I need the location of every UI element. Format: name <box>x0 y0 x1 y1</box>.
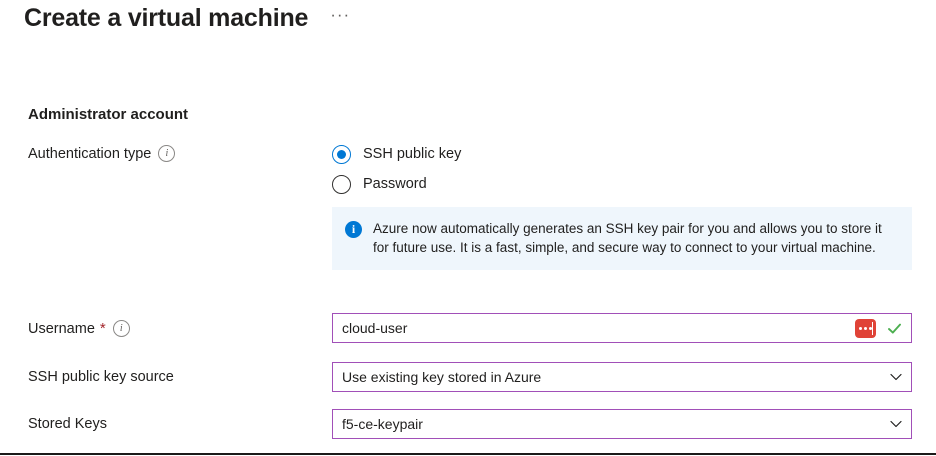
more-options-icon[interactable]: ··· <box>330 4 351 24</box>
username-label: Username * i <box>28 320 130 337</box>
stored-keys-select[interactable]: f5-ce-keypair <box>332 409 912 439</box>
ssh-public-key-source-label-text: SSH public key source <box>28 369 174 385</box>
authentication-type-radio-group: SSH public key Password <box>332 139 461 199</box>
radio-option-password[interactable]: Password <box>332 169 461 199</box>
chevron-down-icon[interactable] <box>889 370 903 384</box>
stored-keys-value: f5-ce-keypair <box>342 416 423 432</box>
radio-option-ssh-public-key[interactable]: SSH public key <box>332 139 461 169</box>
radio-icon-password <box>332 174 351 194</box>
authentication-type-info-icon[interactable]: i <box>158 145 176 162</box>
ssh-public-key-source-value: Use existing key stored in Azure <box>342 369 542 385</box>
ssh-public-key-source-select[interactable]: Use existing key stored in Azure <box>332 362 912 392</box>
page-header: Create a virtual machine ··· <box>24 4 350 33</box>
required-asterisk: * <box>99 320 106 337</box>
authentication-type-label: Authentication type i <box>28 145 176 162</box>
chevron-down-icon[interactable] <box>889 417 903 431</box>
ssh-info-banner-text: Azure now automatically generates an SSH… <box>373 221 882 255</box>
authentication-type-label-text: Authentication type <box>28 145 152 162</box>
ssh-public-key-source-label: SSH public key source <box>28 369 174 385</box>
username-label-text: Username <box>28 320 95 337</box>
info-circle-icon: i <box>345 221 362 238</box>
username-input[interactable]: cloud-user <box>332 313 912 343</box>
radio-icon-ssh-public-key <box>332 144 351 164</box>
password-manager-icon[interactable] <box>855 318 876 338</box>
stored-keys-label: Stored Keys <box>28 416 107 432</box>
page-title: Create a virtual machine <box>24 4 309 32</box>
stored-keys-label-text: Stored Keys <box>28 416 107 432</box>
section-title-administrator-account: Administrator account <box>28 106 189 123</box>
username-info-icon[interactable]: i <box>112 320 130 337</box>
radio-label-password: Password <box>363 176 427 192</box>
ssh-info-banner: i Azure now automatically generates an S… <box>332 207 912 270</box>
bottom-divider <box>0 453 936 455</box>
radio-label-ssh-public-key: SSH public key <box>363 146 462 162</box>
username-input-value: cloud-user <box>342 320 408 336</box>
checkmark-icon <box>886 320 903 337</box>
